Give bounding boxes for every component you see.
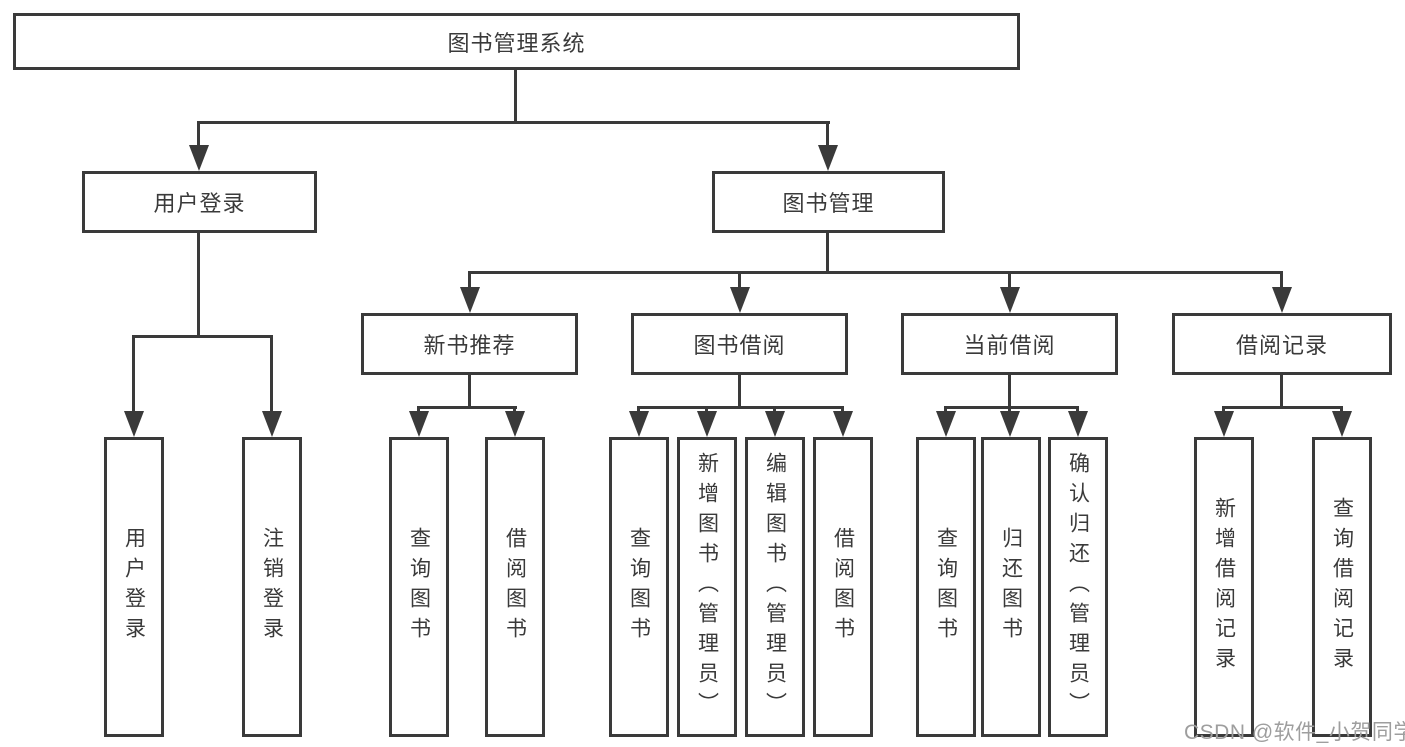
node-user-login: 用户登录 [82,171,317,233]
leaf-label: 借阅图书 [503,527,527,647]
node-label: 新书推荐 [423,333,516,358]
arrowhead-leaf [1000,411,1020,437]
csdn-watermark: CSDN @软件_小贺同学 [1184,721,1405,744]
leaf-borrow-books-1: 借阅图书 [485,437,545,737]
leaf-add-books-admin: 新增图书（管理员） [677,437,737,737]
leaf-label: 新增图书（管理员） [695,452,719,722]
connector-group4-leaf-rail [1222,406,1343,409]
leaf-label: 借阅图书 [831,527,855,647]
leaf-query-books-3: 查询图书 [916,437,976,737]
arrowhead-logout-leaf [262,411,282,437]
connector-group2-drop [738,271,741,291]
connector-group1-stem [468,375,471,409]
connector-user-login-rail [132,335,273,338]
node-label: 图书管理 [782,191,875,216]
connector-leaf-drop [1222,406,1225,415]
arrowhead-group-new-book [460,287,480,313]
connector-leaf-drop [944,406,947,415]
connector-level2-rail [197,121,830,124]
connector-group4-drop [1280,271,1283,291]
arrowhead-login-leaf [124,411,144,437]
leaf-label: 查询图书 [934,527,958,647]
node-label: 用户登录 [153,191,246,216]
leaf-borrow-books-2: 借阅图书 [813,437,873,737]
leaf-user-login: 用户登录 [104,437,164,737]
connector-book-mgmt-stem [826,233,829,274]
leaf-return-books: 归还图书 [981,437,1041,737]
arrowhead-leaf [765,411,785,437]
node-label: 图书管理系统 [447,30,586,56]
connector-group3-leaf-rail [944,406,1079,409]
arrowhead-leaf [833,411,853,437]
arrowhead-book-mgmt [818,145,838,171]
connector-group4-stem [1280,375,1283,409]
leaf-logout: 注销登录 [242,437,302,737]
connector-logout-leaf-drop [270,335,273,415]
leaf-confirm-return-admin: 确认归还（管理员） [1048,437,1108,737]
node-book-borrowing: 图书借阅 [631,313,848,375]
connector-leaf-drop [1340,406,1343,415]
arrowhead-leaf [505,411,525,437]
node-library-management-system: 图书管理系统 [13,13,1020,70]
leaf-label: 新增借阅记录 [1212,497,1236,677]
connector-leaf-drop [637,406,640,415]
arrowhead-leaf [697,411,717,437]
connector-leaf-drop [1076,406,1079,415]
connector-book-mgmt-drop [826,121,829,149]
connector-leaf-drop [705,406,708,415]
connector-root-stem [514,70,517,124]
connector-group3-stem [1008,375,1011,409]
connector-leaf-drop [417,406,420,415]
connector-group3-drop [1008,271,1011,291]
leaf-label: 查询图书 [627,527,651,647]
leaf-add-borrow-record: 新增借阅记录 [1194,437,1254,737]
connector-leaf-drop [513,406,516,415]
connector-user-login-stem [197,233,200,338]
connector-group1-drop [468,271,471,291]
leaf-label: 查询图书 [407,527,431,647]
leaf-label: 编辑图书（管理员） [763,452,787,722]
node-current-borrowing: 当前借阅 [901,313,1118,375]
leaf-label: 归还图书 [999,527,1023,647]
arrowhead-leaf [629,411,649,437]
node-borrowing-records: 借阅记录 [1172,313,1392,375]
arrowhead-leaf [409,411,429,437]
arrowhead-leaf [1214,411,1234,437]
arrowhead-leaf [936,411,956,437]
node-label: 借阅记录 [1235,333,1328,358]
leaf-label: 确认归还（管理员） [1066,452,1090,722]
connector-groups-rail [468,271,1282,274]
connector-group2-stem [738,375,741,409]
node-label: 图书借阅 [693,333,786,358]
node-new-book-recommendation: 新书推荐 [361,313,578,375]
node-book-management: 图书管理 [712,171,945,233]
connector-group2-leaf-rail [637,406,844,409]
leaf-query-books-1: 查询图书 [389,437,449,737]
connector-leaf-drop [841,406,844,415]
arrowhead-group-current [1000,287,1020,313]
leaf-label: 注销登录 [260,527,284,647]
connector-leaf-drop [1008,406,1011,415]
arrowhead-group-borrow [730,287,750,313]
arrowhead-user-login [189,145,209,171]
connector-leaf-drop [773,406,776,415]
arrowhead-group-records [1272,287,1292,313]
leaf-label: 查询借阅记录 [1330,497,1354,677]
leaf-edit-books-admin: 编辑图书（管理员） [745,437,805,737]
leaf-query-borrow-record: 查询借阅记录 [1312,437,1372,737]
connector-login-leaf-drop [132,335,135,415]
leaf-label: 用户登录 [122,527,146,647]
arrowhead-leaf [1332,411,1352,437]
connector-group1-leaf-rail [417,406,517,409]
leaf-query-books-2: 查询图书 [609,437,669,737]
arrowhead-leaf [1068,411,1088,437]
connector-user-login-drop [197,121,200,149]
node-label: 当前借阅 [963,333,1056,358]
